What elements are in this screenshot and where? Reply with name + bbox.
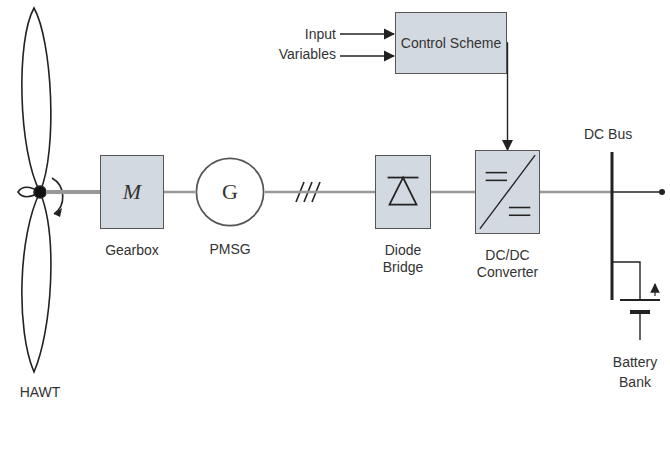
component-caption: PMSG	[185, 241, 275, 258]
component-caption: Diode Bridge	[373, 242, 433, 276]
diode-symbol	[376, 156, 430, 228]
circle-outline	[196, 158, 263, 225]
output-wire	[612, 191, 660, 192]
converter-box: DC/DC Converter	[475, 150, 540, 234]
component-caption: Gearbox	[87, 242, 177, 259]
converter-to-bus-wire	[540, 191, 612, 194]
turbine-hub	[34, 186, 46, 198]
converter-mark	[486, 172, 507, 174]
control-box: Control Scheme	[395, 12, 507, 74]
diode-bar	[388, 177, 419, 179]
turbine-blade	[22, 8, 51, 192]
converter-mark	[509, 207, 530, 209]
input-arrow	[340, 33, 394, 34]
dc-bus-bar	[611, 152, 614, 300]
box-text: M	[123, 180, 141, 204]
power-line	[164, 191, 195, 194]
generator-circle: GPMSG	[195, 157, 265, 227]
turbine-label: HAWT	[10, 382, 70, 402]
turbine-blade	[22, 192, 51, 372]
battery-wire	[612, 262, 640, 300]
power-line	[431, 191, 475, 194]
bus-label: DC Bus	[584, 124, 654, 144]
gearbox-box: MGearbox	[100, 155, 164, 229]
rotation-arrow	[52, 178, 63, 214]
output-terminal	[659, 189, 665, 195]
box-text: G	[222, 180, 238, 204]
input-label: Input Variables	[262, 24, 336, 64]
rotation-arrowhead	[54, 208, 62, 217]
box-text: Control Scheme	[401, 35, 501, 52]
battery-polarity-arrow	[654, 284, 655, 296]
diode-triangle	[390, 178, 417, 205]
shaft	[46, 190, 100, 194]
battery-plate	[620, 299, 660, 301]
component-caption: DC/DC Converter	[468, 247, 548, 281]
converter-symbol	[476, 151, 539, 233]
converter-diagonal	[480, 155, 535, 229]
battery-wire	[639, 312, 640, 340]
input-arrow	[340, 55, 394, 56]
converter-mark	[509, 214, 530, 216]
converter-mark	[486, 180, 507, 182]
battery-label: Battery Bank	[604, 352, 666, 392]
diode-bridge-box: Diode Bridge	[375, 155, 431, 229]
power-line	[265, 191, 375, 194]
